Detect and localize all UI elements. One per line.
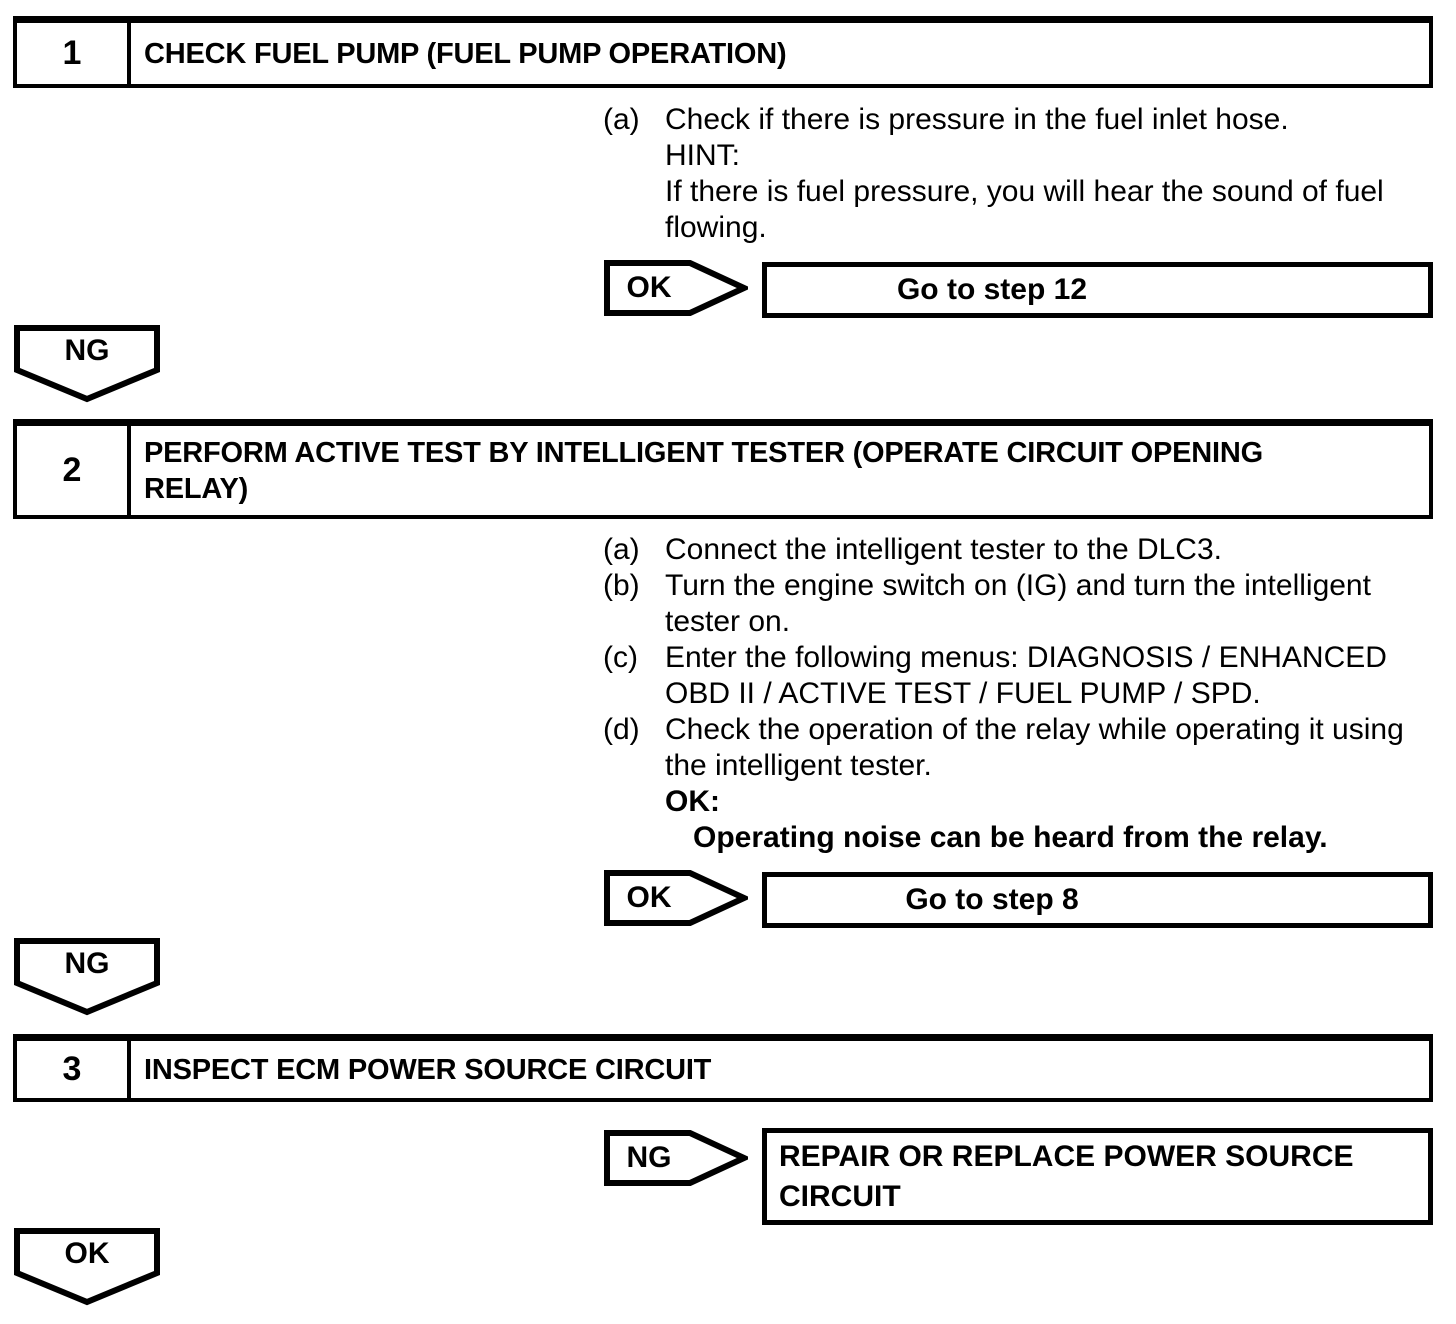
instruction-line: the intelligent tester. [665, 749, 932, 782]
step-3-title: INSPECT ECM POWER SOURCE CIRCUIT [131, 1041, 1429, 1098]
instruction-label: (a) [603, 103, 640, 136]
instruction-item-d: (d) Check the operation of the relay whi… [603, 712, 1404, 856]
step-3-ng-action-box: REPAIR OR REPLACE POWER SOURCE CIRCUIT [762, 1128, 1433, 1225]
instruction-line: If there is fuel pressure, you will hear… [665, 175, 1384, 208]
step-3-number: 3 [17, 1041, 131, 1098]
ng-flow-label: NG [64, 334, 110, 367]
ng-flow-label: NG [64, 947, 110, 980]
step-1-header: 1 CHECK FUEL PUMP (FUEL PUMP OPERATION) [13, 16, 1433, 88]
ok-tag-label: OK [626, 271, 672, 304]
instruction-label: (a) [603, 533, 640, 566]
step-3-title-line: INSPECT ECM POWER SOURCE CIRCUIT [144, 1053, 712, 1086]
instruction-text: Check the operation of the relay while o… [665, 712, 1404, 856]
instruction-text: Turn the engine switch on (IG) and turn … [665, 568, 1371, 640]
step-2-title: PERFORM ACTIVE TEST BY INTELLIGENT TESTE… [131, 426, 1429, 515]
action-line: REPAIR OR REPLACE POWER SOURCE [779, 1140, 1354, 1173]
instruction-item-c: (c) Enter the following menus: DIAGNOSIS… [603, 640, 1404, 712]
instruction-line: Turn the engine switch on (IG) and turn … [665, 569, 1371, 602]
step-3-ok-flow-marker: OK [14, 1228, 160, 1306]
instruction-item-b: (b) Turn the engine switch on (IG) and t… [603, 568, 1404, 640]
instruction-item-a: (a) Check if there is pressure in the fu… [603, 102, 1384, 246]
instruction-line: Enter the following menus: DIAGNOSIS / E… [665, 641, 1387, 674]
down-pentagon-icon [14, 1228, 160, 1306]
step-3-header: 3 INSPECT ECM POWER SOURCE CIRCUIT [13, 1034, 1433, 1102]
action-line: CIRCUIT [779, 1180, 901, 1213]
step-1-instructions: (a) Check if there is pressure in the fu… [603, 102, 1384, 246]
step-3-ng-tag: NG [604, 1130, 748, 1186]
right-arrow-icon [604, 1130, 748, 1186]
step-2-title-line: RELAY) [144, 472, 249, 505]
instruction-label: (c) [603, 641, 638, 674]
instruction-line: Connect the intelligent tester to the DL… [665, 533, 1222, 566]
down-pentagon-icon [14, 325, 160, 403]
step-1-title-line: CHECK FUEL PUMP (FUEL PUMP OPERATION) [144, 37, 787, 70]
goto-step-label: Go to step 12 [896, 273, 1088, 306]
step-2-instructions: (a) Connect the intelligent tester to th… [603, 532, 1404, 856]
ok-criteria-heading: OK: [665, 785, 720, 818]
step-1-ng-flow-marker: NG [14, 325, 160, 403]
step-2-goto-box: Go to step 8 [762, 872, 1433, 928]
ok-flow-label: OK [64, 1237, 110, 1270]
step-1-ok-tag: OK [604, 260, 748, 316]
goto-step-label: Go to step 8 [905, 883, 1079, 916]
instruction-label: (d) [603, 713, 640, 746]
instruction-line: HINT: [665, 139, 740, 172]
step-2-ng-flow-marker: NG [14, 938, 160, 1016]
step-2-ok-tag: OK [604, 870, 748, 926]
step-2-header: 2 PERFORM ACTIVE TEST BY INTELLIGENT TES… [13, 419, 1433, 519]
instruction-text: Check if there is pressure in the fuel i… [665, 102, 1384, 246]
down-pentagon-icon [14, 938, 160, 1016]
instruction-item-a: (a) Connect the intelligent tester to th… [603, 532, 1404, 568]
instruction-text: Enter the following menus: DIAGNOSIS / E… [665, 640, 1387, 712]
ok-tag-label: OK [626, 881, 672, 914]
instruction-line: OBD II / ACTIVE TEST / FUEL PUMP / SPD. [665, 677, 1261, 710]
instruction-text: Connect the intelligent tester to the DL… [665, 532, 1222, 568]
ng-tag-label: NG [626, 1141, 672, 1174]
step-1-goto-box: Go to step 12 [762, 262, 1433, 318]
instruction-line: Check the operation of the relay while o… [665, 713, 1404, 746]
step-2-title-line: PERFORM ACTIVE TEST BY INTELLIGENT TESTE… [144, 436, 1263, 469]
right-arrow-icon [604, 260, 748, 316]
instruction-line: tester on. [665, 605, 791, 638]
step-1-title: CHECK FUEL PUMP (FUEL PUMP OPERATION) [131, 23, 1429, 84]
step-1-number: 1 [17, 23, 131, 84]
instruction-line: flowing. [665, 211, 767, 244]
instruction-line: Check if there is pressure in the fuel i… [665, 103, 1289, 136]
step-2-number: 2 [17, 426, 131, 515]
ok-criteria-detail: Operating noise can be heard from the re… [693, 821, 1328, 854]
instruction-label: (b) [603, 569, 640, 602]
right-arrow-icon [604, 870, 748, 926]
